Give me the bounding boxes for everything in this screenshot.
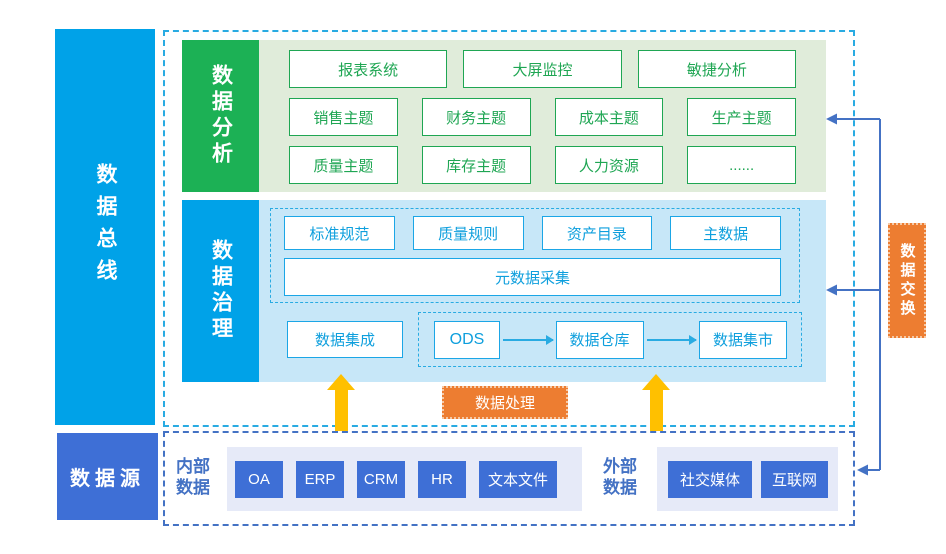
gov-box-data-integration: 数据集成 [287, 321, 403, 358]
analysis-label-text: 数据分析 [209, 64, 233, 168]
analysis-box-inventory-theme: 库存主题 [421, 146, 531, 184]
analysis-section-label: 数据分析 [182, 40, 259, 192]
source-box-oa: OA [235, 460, 283, 498]
pipeline-box-ods: ODS [434, 320, 500, 359]
up-arrow-head [327, 374, 355, 390]
analysis-box-agile-analysis: 敏捷分析 [637, 50, 796, 88]
governance-section-label: 数据治理 [182, 200, 259, 382]
internal-data-panel: OA ERP CRM HR 文本文件 [227, 447, 582, 511]
gov-box-master-data: 主数据 [670, 216, 781, 250]
source-dashed-frame [163, 431, 855, 526]
source-box-social-media: 社交媒体 [668, 460, 752, 498]
analysis-box-report-system: 报表系统 [289, 50, 448, 88]
governance-standards-group: 标准规范 质量规则 资产目录 主数据 元数据采集 [270, 208, 800, 303]
data-bus-bar: 数据总线 [55, 29, 155, 425]
up-arrow-shaft [334, 390, 348, 431]
analysis-box-sales-theme: 销售主题 [289, 98, 398, 136]
source-box-text-files: 文本文件 [479, 460, 557, 498]
up-arrow-shaft [649, 390, 663, 431]
governance-label-text: 数据治理 [209, 239, 233, 343]
governance-standards-row: 标准规范 质量规则 资产目录 主数据 [284, 216, 781, 250]
analysis-box-ellipsis: ...... [687, 146, 796, 184]
data-source-bar: 数据源 [57, 433, 158, 520]
up-arrow-head [642, 374, 670, 390]
right-arrow-ods-to-warehouse [503, 334, 553, 345]
gov-box-quality-rules: 质量规则 [412, 216, 524, 250]
analysis-box-cost-theme: 成本主题 [554, 98, 664, 136]
gov-box-standards: 标准规范 [284, 216, 395, 250]
up-arrow-internal-data [327, 374, 355, 431]
analysis-box-quality-theme: 质量主题 [289, 146, 398, 184]
analysis-panel: 报表系统 大屏监控 敏捷分析 销售主题 财务主题 成本主题 生产主题 质量主题 … [259, 40, 826, 192]
gov-box-asset-catalog: 资产目录 [541, 216, 653, 250]
source-box-erp: ERP [296, 460, 344, 498]
analysis-row-2: 销售主题 财务主题 成本主题 生产主题 [289, 98, 796, 136]
source-box-internet: 互联网 [761, 460, 828, 498]
source-box-hr: HR [418, 460, 466, 498]
data-processing-box: 数据处理 [442, 386, 568, 419]
gov-box-metadata-collection: 元数据采集 [284, 258, 781, 296]
main-dashed-frame [163, 30, 855, 427]
internal-data-label: 内部数据 [176, 457, 210, 498]
analysis-box-screen-monitor: 大屏监控 [463, 50, 622, 88]
warehouse-pipeline-group: ODS 数据仓库 数据集市 [418, 312, 802, 367]
governance-panel: 标准规范 质量规则 资产目录 主数据 元数据采集 数据集成 ODS 数据仓库 数… [259, 200, 826, 382]
exchange-connector-arrows [826, 113, 881, 476]
source-box-crm: CRM [357, 460, 405, 498]
external-data-label: 外部数据 [603, 457, 637, 498]
pipeline-box-data-warehouse: 数据仓库 [555, 320, 644, 359]
right-arrow-warehouse-to-mart [646, 334, 697, 345]
data-exchange-label: 数据交换 [898, 242, 916, 319]
external-data-panel: 社交媒体 互联网 [657, 447, 838, 511]
analysis-row-3: 质量主题 库存主题 人力资源 ...... [289, 146, 796, 184]
analysis-row-1: 报表系统 大屏监控 敏捷分析 [289, 50, 796, 88]
analysis-box-production-theme: 生产主题 [687, 98, 796, 136]
analysis-box-hr-theme: 人力资源 [554, 146, 664, 184]
data-exchange-bar: 数据交换 [888, 223, 926, 338]
pipeline-box-data-mart: 数据集市 [699, 320, 787, 359]
analysis-box-finance-theme: 财务主题 [421, 98, 531, 136]
data-bus-label: 数据总线 [94, 163, 117, 291]
up-arrow-external-data [642, 374, 670, 431]
